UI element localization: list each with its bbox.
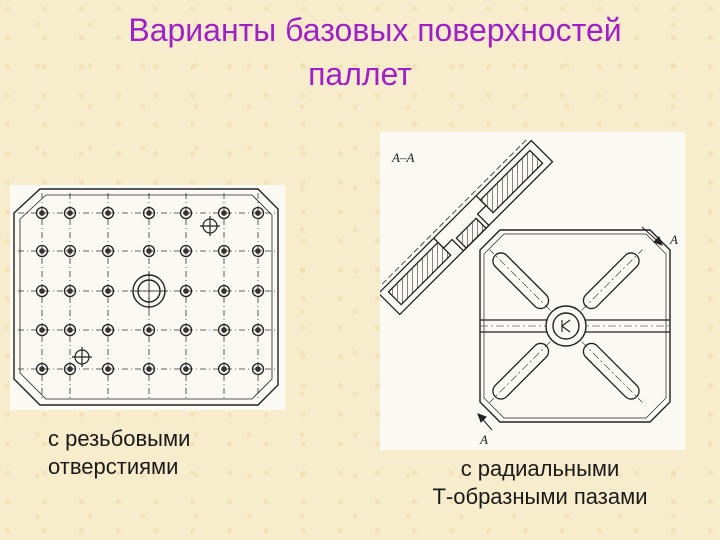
threaded-hole (142, 206, 156, 220)
threaded-hole (101, 284, 115, 298)
threaded-hole (35, 362, 49, 376)
threaded-hole (101, 244, 115, 258)
threaded-hole (142, 323, 156, 337)
threaded-hole (217, 206, 231, 220)
threaded-hole (179, 206, 193, 220)
threaded-hole (35, 206, 49, 220)
threaded-hole (179, 362, 193, 376)
arrow-label-top: А (669, 232, 678, 247)
threaded-hole (179, 244, 193, 258)
threaded-hole (35, 244, 49, 258)
threaded-hole (63, 206, 77, 220)
threaded-hole (142, 362, 156, 376)
pallet-plate (479, 229, 671, 423)
central-bore (130, 272, 168, 310)
threaded-hole (63, 362, 77, 376)
threaded-hole (217, 284, 231, 298)
threaded-holes (35, 206, 265, 376)
arrow-label-bottom: А (479, 432, 488, 447)
slide-title: Варианты базовых поверхностей паллет (0, 8, 720, 96)
caption-left-line-1: с резьбовыми (48, 426, 191, 451)
radial-t-slot (489, 249, 551, 311)
threaded-hole (63, 284, 77, 298)
radial-slots (489, 249, 643, 403)
threaded-hole (101, 323, 115, 337)
threaded-hole (179, 323, 193, 337)
radial-t-slots-svg: А–А А А (375, 137, 678, 447)
threaded-holes-pallet-svg (13, 188, 279, 406)
radial-t-slot (489, 341, 551, 403)
threaded-hole (251, 244, 265, 258)
section-label: А–А (391, 150, 414, 165)
threaded-hole (217, 244, 231, 258)
title-line-1: Варианты базовых поверхностей (128, 12, 622, 48)
threaded-hole (251, 284, 265, 298)
threaded-hole (142, 244, 156, 258)
threaded-hole (251, 362, 265, 376)
caption-left-line-2: отверстиями (48, 454, 179, 479)
threaded-hole (251, 323, 265, 337)
pallet-inner-outline (19, 194, 273, 400)
locating-mark-bottom (72, 347, 92, 367)
title-line-2: паллет (308, 56, 412, 92)
threaded-hole (101, 206, 115, 220)
threaded-hole (179, 284, 193, 298)
radial-t-slot (581, 341, 643, 403)
radial-t-slots-pallet-drawing: А–А А А (375, 132, 685, 450)
threaded-hole (217, 362, 231, 376)
pallet-outline (13, 188, 279, 406)
caption-right-line-2: Т-образными пазами (432, 484, 648, 509)
section-arrow-bottom (477, 413, 493, 431)
threaded-hole (35, 323, 49, 337)
threaded-hole (63, 323, 77, 337)
radial-t-slot (581, 249, 643, 311)
caption-right-line-1: с радиальными (460, 456, 620, 481)
central-hub (545, 305, 587, 347)
caption-threaded-holes: с резьбовыми отверстиями (48, 425, 190, 481)
threaded-hole (63, 244, 77, 258)
threaded-holes-pallet-drawing (10, 185, 285, 410)
threaded-hole (101, 362, 115, 376)
threaded-hole (217, 323, 231, 337)
caption-radial-t-slots: с радиальными Т-образными пазами (380, 455, 700, 511)
threaded-hole (35, 284, 49, 298)
threaded-hole (251, 206, 265, 220)
section-a-a (375, 137, 554, 316)
locating-mark-top (200, 216, 220, 236)
